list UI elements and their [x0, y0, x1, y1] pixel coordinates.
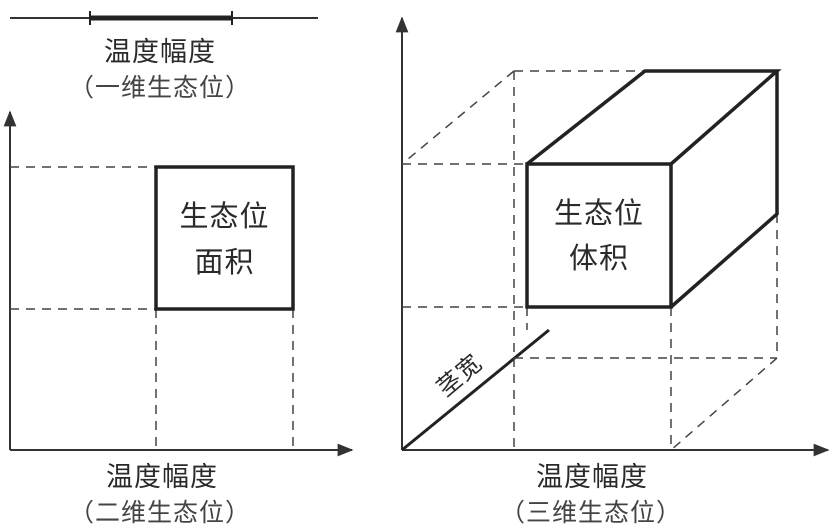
one-dim-label: 温度幅度	[104, 37, 216, 68]
3d-guide-diag-bottom-right	[670, 357, 778, 451]
two-dim-niche-area-box	[154, 165, 295, 311]
one-dim-panel	[10, 11, 318, 25]
two-dim-x-sublabel: （二维生态位）	[68, 498, 251, 527]
one-dim-sublabel: （一维生态位）	[68, 73, 251, 102]
two-dim-x-label: 温度幅度	[106, 462, 218, 493]
two-dim-panel	[3, 110, 354, 457]
two-dim-box-label-1: 生态位	[179, 199, 270, 233]
3d-niche-front-face	[525, 162, 673, 309]
three-dim-box-label-2: 体积	[568, 241, 629, 275]
three-dim-x-label: 温度幅度	[536, 462, 648, 493]
three-dim-depth-axis	[401, 328, 550, 452]
two-dim-box-label-2: 面积	[194, 245, 255, 279]
3d-guide-diag-top	[401, 70, 515, 165]
three-dim-box-label-1: 生态位	[553, 196, 644, 230]
3d-niche-side-face	[669, 71, 779, 309]
3d-niche-top-face	[525, 69, 782, 166]
three-dim-panel	[395, 16, 830, 457]
three-dim-x-sublabel: （三维生态位）	[499, 498, 682, 527]
